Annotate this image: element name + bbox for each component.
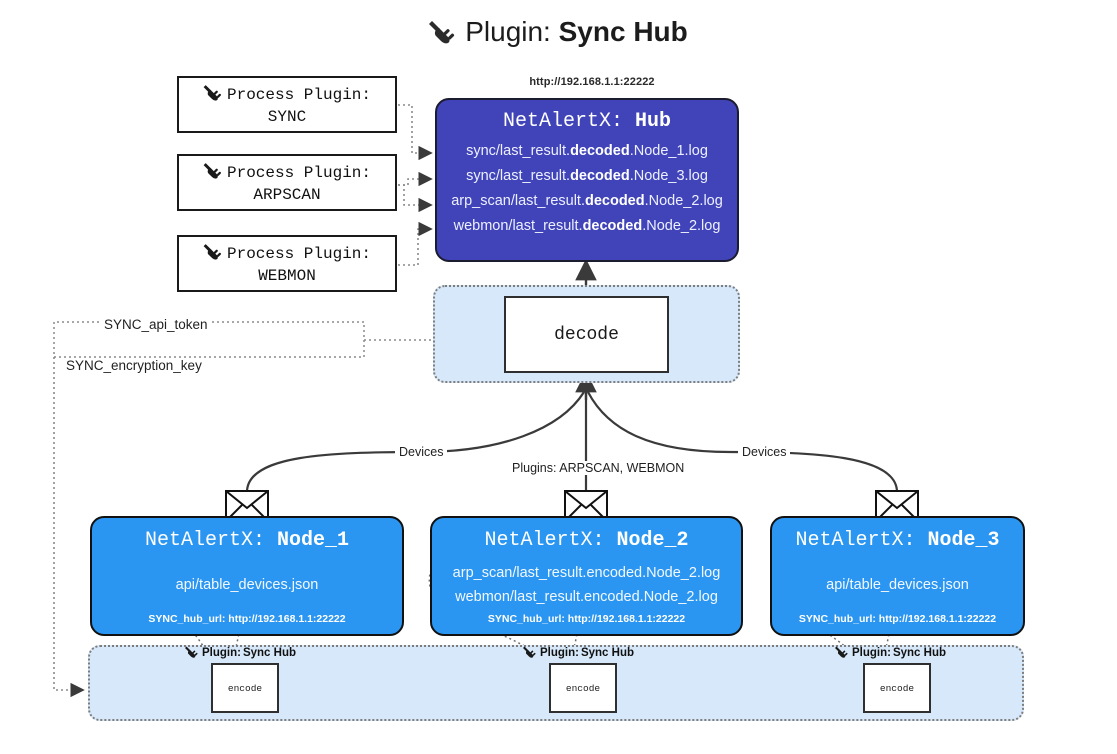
- node-title-prefix: NetAlertX:: [144, 529, 265, 552]
- decode-box[interactable]: decode: [504, 296, 669, 373]
- log-post: .Node_2.log: [644, 192, 723, 209]
- encode-plugin-label-2: Plugin: Sync Hub: [523, 645, 634, 661]
- hub-log-line: sync/last_result.decoded.Node_3.log: [466, 164, 708, 189]
- node-footer: SYNC_hub_url: http://192.168.1.1:22222: [798, 613, 997, 625]
- node-title-name: Node_3: [927, 529, 1000, 552]
- log-pre: webmon/last_result.: [453, 217, 583, 234]
- plug-icon: [203, 242, 225, 266]
- node-line: api/table_devices.json: [826, 577, 969, 594]
- process-plugin-label: Process Plugin:: [226, 85, 372, 104]
- process-plugin-label: Process Plugin:: [226, 163, 372, 182]
- hub-title-name: Hub: [635, 110, 672, 133]
- page-title: Plugin: Sync Hub: [0, 16, 1117, 51]
- plugin-name: Sync Hub: [580, 647, 635, 659]
- plugin-name: Sync Hub: [242, 647, 297, 659]
- node-line: arp_scan/last_result.encoded.Node_2.log: [452, 565, 721, 582]
- log-post: .Node_3.log: [629, 167, 708, 184]
- process-plugin-sync[interactable]: Process Plugin: SYNC: [177, 76, 397, 133]
- sync-api-token-label: SYNC_api_token: [100, 317, 212, 332]
- encode-box-3[interactable]: encode: [863, 663, 931, 713]
- plugin-lead: Plugin:: [202, 647, 241, 659]
- process-plugin-label: Process Plugin:: [226, 244, 372, 263]
- node-title-name: Node_2: [616, 529, 689, 552]
- node-line: api/table_devices.json: [175, 577, 319, 594]
- hub-title-prefix: NetAlertX:: [502, 110, 623, 133]
- encode-box-1[interactable]: encode: [211, 663, 279, 713]
- node-footer: SYNC_hub_url: http://192.168.1.1:22222: [487, 613, 686, 625]
- node-3[interactable]: NetAlertX: Node_3 api/table_devices.json…: [770, 516, 1025, 636]
- node-title-prefix: NetAlertX:: [484, 529, 605, 552]
- node-1[interactable]: NetAlertX: Node_1 api/table_devices.json…: [90, 516, 404, 636]
- log-mid: decoded: [570, 143, 630, 159]
- process-plugin-name: SYNC: [267, 107, 307, 126]
- hub-log-line: sync/last_result.decoded.Node_1.log: [466, 139, 708, 164]
- encode-plugin-label-1: Plugin: Sync Hub: [185, 645, 296, 661]
- node-title-prefix: NetAlertX:: [795, 529, 916, 552]
- edge-label-devices-left: Devices: [395, 445, 448, 459]
- process-plugin-name: ARPSCAN: [253, 185, 321, 204]
- title-lead: Plugin:: [465, 16, 551, 47]
- log-mid: decoded: [570, 167, 630, 184]
- encode-plugin-label-3: Plugin: Sync Hub: [835, 645, 946, 661]
- edge-label-devices-right: Devices: [738, 445, 791, 459]
- plug-icon: [523, 645, 538, 661]
- hub-log-line: webmon/last_result.decoded.Node_2.log: [454, 214, 721, 239]
- log-pre: sync/last_result.: [466, 143, 571, 159]
- sync-encryption-key-label: SYNC_encryption_key: [62, 358, 206, 373]
- log-pre: arp_scan/last_result.: [451, 192, 585, 209]
- hub-title: NetAlertX: Hub: [503, 110, 671, 133]
- process-plugin-arpscan[interactable]: Process Plugin: ARPSCAN: [177, 154, 397, 211]
- title-name: Sync Hub: [558, 16, 688, 47]
- plug-icon: [185, 645, 200, 661]
- plugin-lead: Plugin:: [540, 647, 579, 659]
- plugin-lead: Plugin:: [852, 647, 891, 659]
- node-title: NetAlertX: Node_3: [795, 529, 999, 552]
- plug-icon: [429, 18, 459, 51]
- node-title-name: Node_1: [277, 529, 350, 552]
- plug-icon: [835, 645, 850, 661]
- node-line: webmon/last_result.encoded.Node_2.log: [455, 589, 718, 605]
- node-title: NetAlertX: Node_1: [145, 529, 349, 552]
- hub-url: http://192.168.1.1:22222: [529, 76, 655, 88]
- process-plugin-name: WEBMON: [258, 266, 316, 285]
- log-mid: decoded: [584, 192, 645, 209]
- log-pre: sync/last_result.: [466, 167, 571, 184]
- log-post: .Node_1.log: [629, 143, 708, 159]
- log-post: .Node_2.log: [642, 217, 721, 234]
- hub-log-line: arp_scan/last_result.decoded.Node_2.log: [451, 189, 723, 214]
- node-title: NetAlertX: Node_2: [484, 529, 688, 552]
- plugin-name: Sync Hub: [892, 647, 947, 659]
- plug-icon: [203, 161, 225, 185]
- hub-node[interactable]: NetAlertX: Hub sync/last_result.decoded.…: [435, 98, 739, 262]
- process-plugin-webmon[interactable]: Process Plugin: WEBMON: [177, 235, 397, 292]
- encode-box-2[interactable]: encode: [549, 663, 617, 713]
- log-mid: decoded: [582, 217, 643, 234]
- node-2[interactable]: NetAlertX: Node_2 arp_scan/last_result.e…: [430, 516, 743, 636]
- node-footer: SYNC_hub_url: http://192.168.1.1:22222: [148, 613, 346, 625]
- plug-icon: [203, 83, 225, 107]
- edge-label-plugins: Plugins: ARPSCAN, WEBMON: [508, 461, 689, 475]
